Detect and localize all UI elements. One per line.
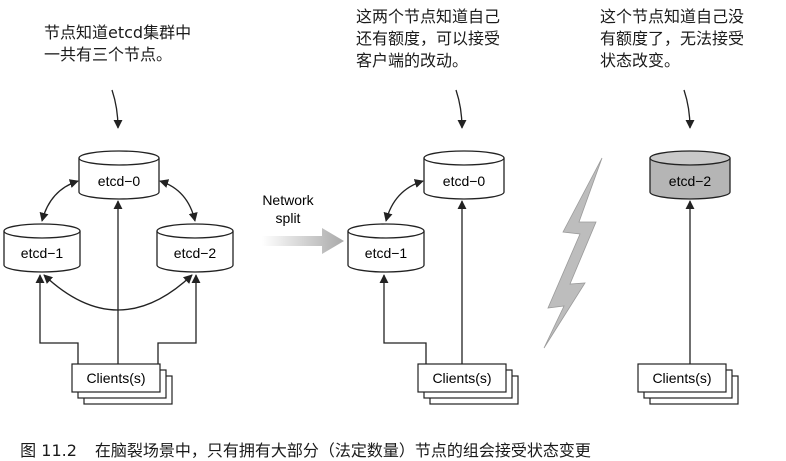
clients-label-right: Clients(s) xyxy=(652,370,711,386)
pointer-arrow-right xyxy=(683,89,695,129)
node-etcd-2-right-label: etcd−2 xyxy=(669,173,712,189)
pointer-arrow-left xyxy=(111,89,123,129)
node-etcd-0-middle-label: etcd−0 xyxy=(443,173,486,189)
figure-caption: 图 11.2 在脑裂场景中，只有拥有大部分（法定数量）节点的组会接受状态变更 xyxy=(10,418,591,461)
clients-stack-middle: Clients(s) xyxy=(417,363,519,405)
figure-caption-text: 在脑裂场景中，只有拥有大部分（法定数量）节点的组会接受状态变更 xyxy=(94,441,591,460)
client-line-etcd1-left xyxy=(35,274,79,368)
node-etcd-2-left: etcd−2 xyxy=(156,223,234,273)
network-split-line2: split xyxy=(276,210,301,226)
figure-number: 图 11.2 xyxy=(20,441,77,460)
client-line-etcd1-middle xyxy=(379,274,427,368)
node-etcd-2-right: etcd−2 xyxy=(649,150,731,200)
clients-stack-right: Clients(s) xyxy=(637,363,739,405)
node-etcd-0-left: etcd−0 xyxy=(78,150,160,200)
node-etcd-2-left-label: etcd−2 xyxy=(174,245,217,261)
annotation-left: 节点知道etcd集群中 一共有三个节点。 xyxy=(44,23,192,64)
client-line-etcd2-left xyxy=(157,274,201,368)
annotation-right: 这个节点知道自己没 有额度了，无法接受 状态改变。 xyxy=(600,7,745,70)
clients-stack-left: Clients(s) xyxy=(71,363,173,405)
node-etcd-1-left: etcd−1 xyxy=(3,223,81,273)
link-etcd0-etcd1-middle xyxy=(383,179,424,222)
network-split-arrow xyxy=(262,228,344,254)
clients-label-middle: Clients(s) xyxy=(432,370,491,386)
diagram-canvas: etcd−0 etcd−1 etcd−2 Clients(s) Network … xyxy=(3,89,739,405)
pointer-arrow-middle xyxy=(455,89,467,129)
node-etcd-1-middle-label: etcd−1 xyxy=(365,245,408,261)
link-etcd0-etcd2-left xyxy=(159,179,198,222)
network-split-line1: Network xyxy=(262,192,314,208)
link-etcd0-etcd1-left xyxy=(39,179,79,222)
network-split-label: Network split xyxy=(262,192,314,226)
node-etcd-1-left-label: etcd−1 xyxy=(21,245,64,261)
node-etcd-0-left-label: etcd−0 xyxy=(98,173,141,189)
node-etcd-0-middle: etcd−0 xyxy=(423,150,505,200)
lightning-bolt xyxy=(543,157,603,349)
clients-label-left: Clients(s) xyxy=(86,370,145,386)
node-etcd-1-middle: etcd−1 xyxy=(347,223,425,273)
annotation-middle: 这两个节点知道自己 还有额度，可以接受 客户端的改动。 xyxy=(356,7,501,70)
